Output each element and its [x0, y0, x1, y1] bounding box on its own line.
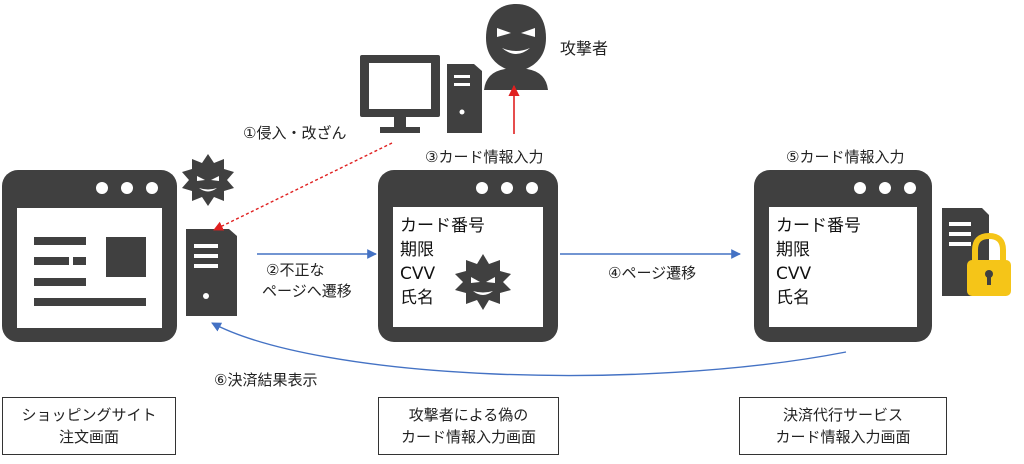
caption-real: 決済代行サービス カード情報入力画面 — [739, 397, 947, 455]
step-2-label-line1: ②不正な — [266, 261, 325, 279]
real-form-fields: カード番号 期限 CVV 氏名 — [776, 214, 861, 310]
real-field-name: 氏名 — [776, 288, 810, 308]
step-1-label: ①侵入・改ざん — [243, 124, 347, 142]
attacker-tower-icon — [447, 64, 482, 133]
arrow-result — [211, 322, 847, 377]
caption-shop-line1: ショッピングサイト — [21, 406, 157, 424]
web-server-icon — [186, 229, 237, 316]
caption-real-line1: 決済代行サービス — [782, 406, 903, 424]
caption-real-line2: カード情報入力画面 — [775, 428, 911, 446]
real-field-card-number: カード番号 — [776, 216, 861, 236]
step-3-label: ③カード情報入力 — [425, 148, 544, 166]
real-field-expiry: 期限 — [776, 240, 810, 260]
fake-field-name: 氏名 — [400, 288, 434, 308]
fake-field-cvv: CVV — [400, 264, 436, 284]
shop-window-icon — [2, 170, 177, 342]
real-form-window-icon — [754, 170, 932, 342]
fake-form-window-icon — [378, 170, 558, 342]
step-2-label-line2: ページへ遷移 — [262, 282, 352, 300]
step-5-label: ⑤カード情報入力 — [786, 148, 905, 166]
malware-icon-fake — [455, 254, 511, 310]
fake-field-expiry: 期限 — [400, 240, 434, 260]
caption-shop-line2: 注文画面 — [58, 428, 119, 446]
caption-fake: 攻撃者による偽の カード情報入力画面 — [378, 397, 559, 455]
caption-fake-line2: カード情報入力画面 — [400, 428, 536, 446]
attacker-label: 攻撃者 — [560, 39, 609, 58]
arrow-intrusion — [213, 142, 393, 231]
lock-icon — [967, 232, 1011, 296]
malware-icon-shop — [182, 154, 234, 206]
step-6-label: ⑥決済結果表示 — [214, 371, 318, 389]
caption-fake-line1: 攻撃者による偽の — [408, 406, 529, 424]
attacker-icon — [484, 4, 548, 90]
real-field-cvv: CVV — [776, 264, 812, 284]
fake-form-fields: カード番号 期限 CVV 氏名 — [400, 214, 485, 310]
step-4-label: ④ページ遷移 — [608, 264, 697, 282]
caption-shop: ショッピングサイト 注文画面 — [2, 397, 176, 455]
attacker-monitor-icon — [360, 55, 440, 133]
fake-field-card-number: カード番号 — [400, 216, 485, 236]
